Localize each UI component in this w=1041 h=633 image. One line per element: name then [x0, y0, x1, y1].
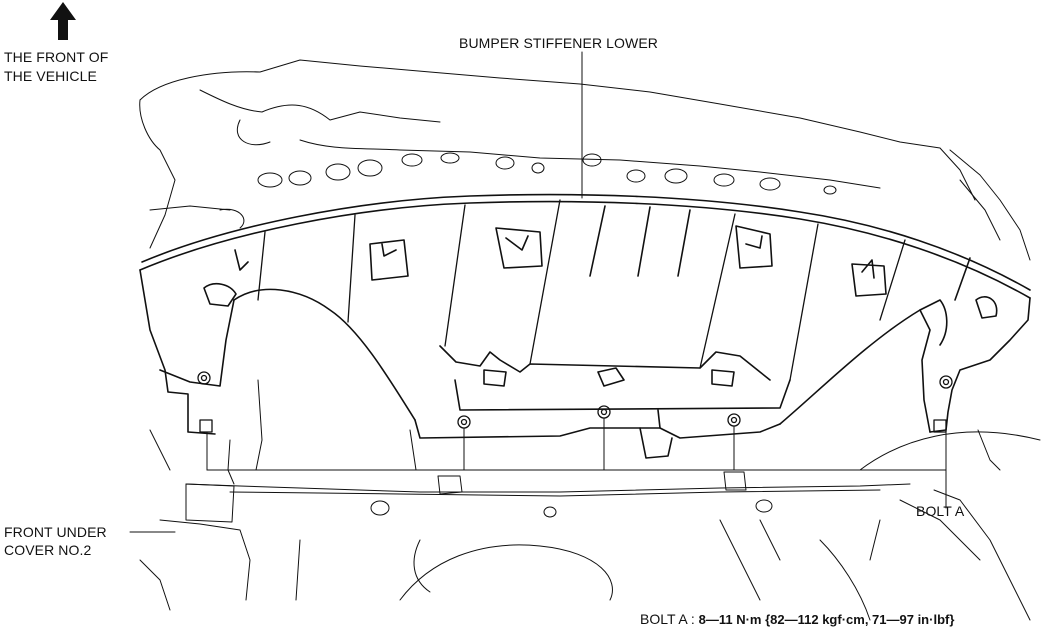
torque-spec: BOLT A : 8—11 N·m {82—112 kgf·cm, 71—97 …	[640, 611, 954, 627]
label-bolt-a: BOLT A	[916, 503, 965, 519]
torque-spec-prefix: BOLT A :	[640, 611, 699, 627]
label-front-under-cover-line1: FRONT UNDER	[4, 524, 107, 540]
bolt-reference-frame	[206, 417, 947, 471]
arrow-up-icon	[50, 2, 76, 40]
bolt-a-markers	[197, 371, 953, 433]
bumper-stiffener-lower	[139, 193, 1031, 459]
label-front-of-vehicle-line1: THE FRONT OF	[4, 49, 109, 65]
torque-spec-value: 8—11 N·m {82—112 kgf·cm, 71—97 in·lbf}	[698, 612, 955, 627]
front-under-cover-no2	[139, 379, 1041, 621]
vehicle-body-upper	[139, 59, 1031, 261]
label-bumper-stiffener-lower: BUMPER STIFFENER LOWER	[459, 35, 658, 51]
label-front-of-vehicle-line2: THE VEHICLE	[4, 68, 97, 84]
label-front-under-cover-line2: COVER NO.2	[4, 542, 92, 558]
